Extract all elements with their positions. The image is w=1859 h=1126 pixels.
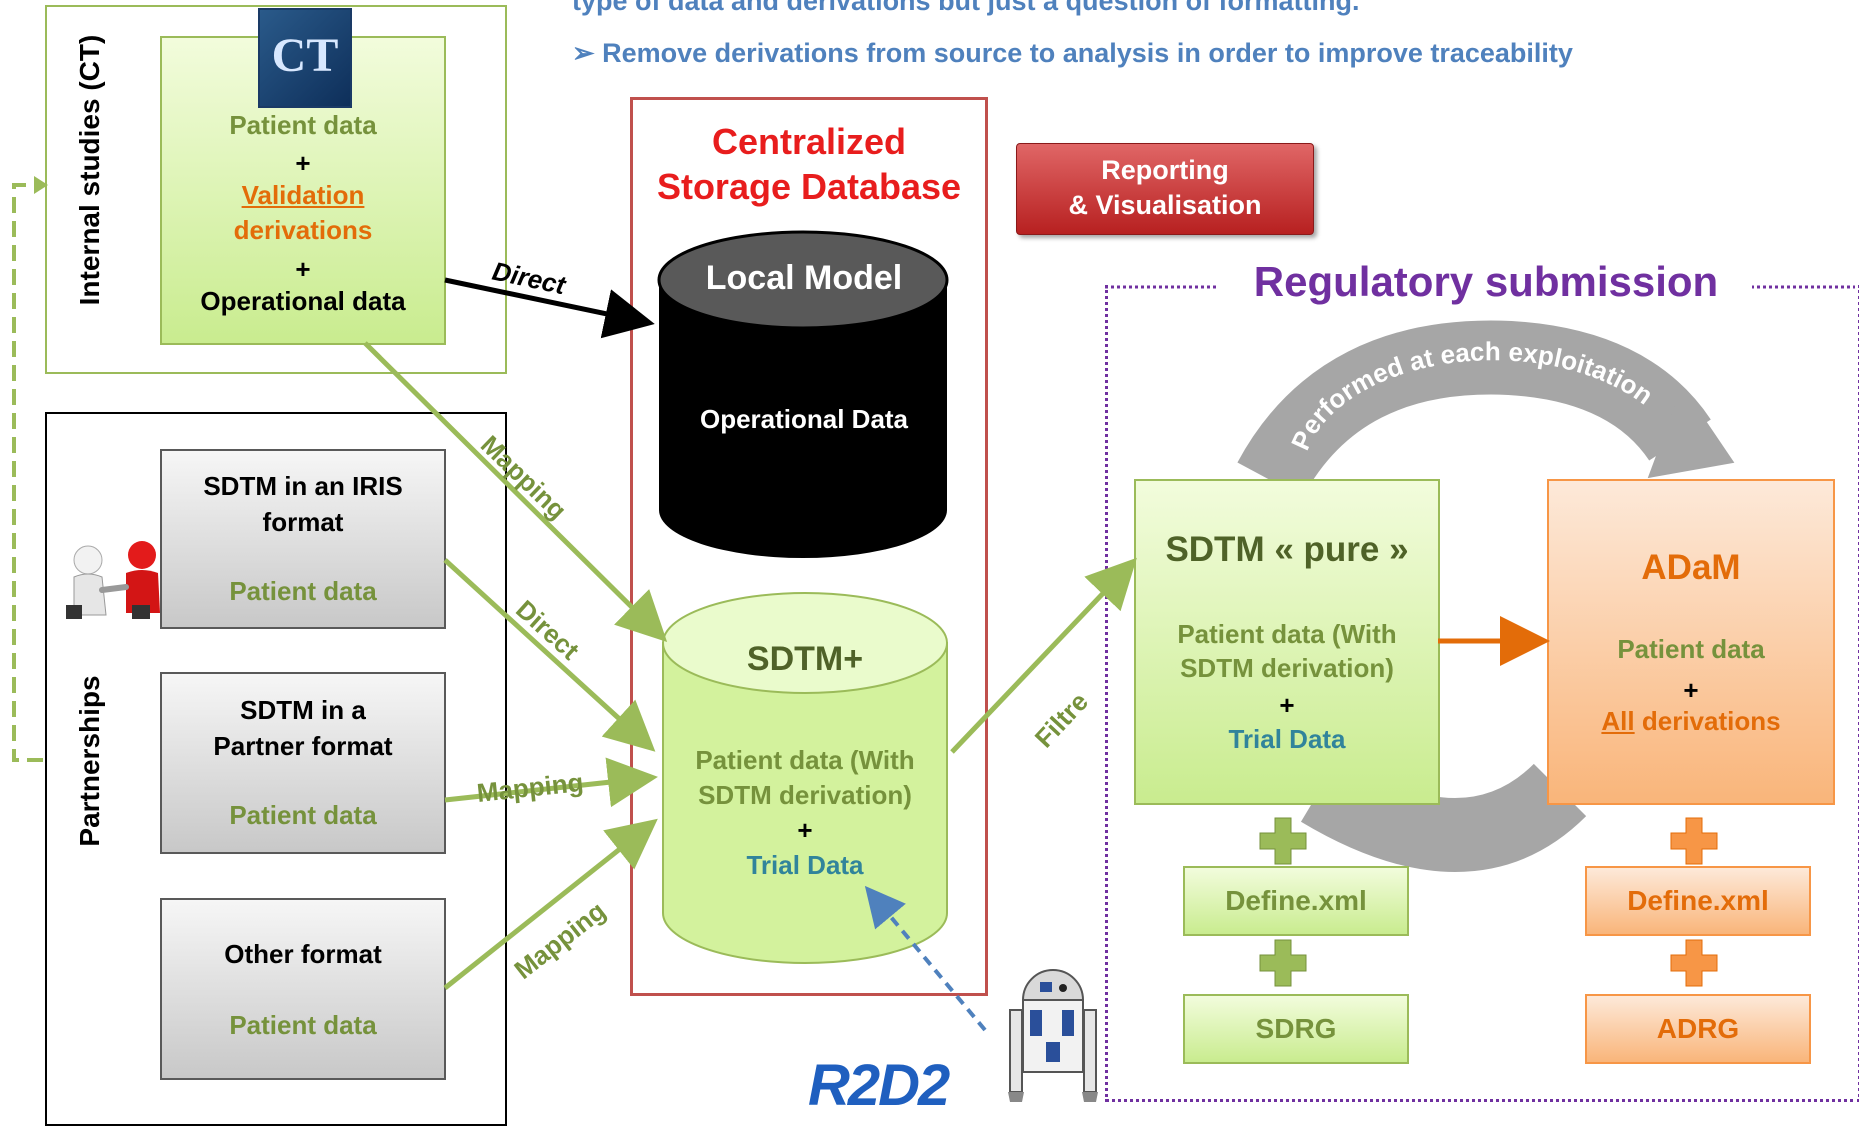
partner-title-1: SDTM in a [240,695,366,725]
header-line-2: ➢ Remove derivations from source to anal… [572,38,1573,69]
direct-arrow-iris [443,558,656,752]
sdrg-box: SDRG [1183,994,1409,1064]
sdtm-pure-box [1134,479,1440,805]
iris-title-2: format [262,507,344,537]
other-patient-data: Patient data [229,1010,377,1040]
sdtm-plus-plus: + [797,815,813,845]
sdtm-plus-pd1: Patient data (With [695,745,915,775]
ct-derivations: derivations [233,215,373,245]
operational-data-label: Operational Data [699,404,909,434]
r2d2-logo: R2D2 [808,1053,950,1118]
partner-title-2: Partner format [213,731,393,761]
database-title-2: Storage Database [656,166,962,207]
sdtm-define-xml-box: Define.xml [1183,866,1409,936]
reporting-visualisation-button[interactable]: Reporting & Visualisation [1016,143,1314,235]
ct-patient-data: Patient data [229,110,377,140]
arrow-bullet-icon: ➢ [572,38,603,68]
sdtm-pure-pd1: Patient data (With [1177,619,1397,649]
partner-box-iris [160,449,446,629]
loop-dashed-connector [12,183,43,762]
local-model-label: Local Model [705,259,903,297]
sdtm-pure-pd2: SDTM derivation) [1180,653,1394,683]
orange-plus-icon-1 [1670,817,1718,865]
header-line-2-text: Remove derivations from source to analys… [602,38,1573,68]
partner-patient-data: Patient data [229,800,377,830]
direct-arrow-black [444,277,655,339]
adam-define-xml-box: Define.xml [1585,866,1811,936]
header-line-1: type of data and derivations but just a … [572,0,1360,16]
mapping-arrow-ct [363,341,668,643]
adam-title: ADaM [1641,548,1741,587]
ct-plus-1: + [295,148,311,178]
database-title-1: Centralized [711,121,907,162]
adam-box [1547,479,1835,805]
reporting-line-1: Reporting [1101,155,1229,185]
filtre-arrow [950,557,1137,754]
adam-plus: + [1683,675,1699,705]
ct-logo-icon: CT [258,8,352,108]
ct-plus-2: + [295,254,311,284]
sdtm-plus-label: SDTM+ [746,640,864,678]
r2d2-robot-icon [1008,969,1098,1102]
other-title: Other format [224,939,382,969]
mapping-arrow-other [443,818,658,990]
iris-patient-data: Patient data [229,576,377,606]
adam-derivations-line: All derivations [1547,704,1835,739]
handshake-icon [66,541,160,619]
sdtm-plus-pd2: SDTM derivation) [698,780,912,810]
adam-all: All [1601,706,1635,736]
sdtm-plus-trial: Trial Data [746,850,864,880]
sdtm-pure-trial: Trial Data [1228,724,1346,754]
adam-derivations: derivations [1634,706,1781,736]
central-database-frame [630,97,988,996]
green-plus-icon-2 [1259,939,1307,987]
reporting-line-2: & Visualisation [1068,190,1262,220]
partner-box-other-format [160,898,446,1080]
adam-patient-data: Patient data [1617,634,1765,664]
adrg-box: ADRG [1585,994,1811,1064]
sdtm-pure-plus: + [1279,690,1295,720]
partner-box-partner-format [160,672,446,854]
regulatory-title: Regulatory submission [1220,258,1752,306]
ct-operational-data: Operational data [200,286,406,316]
sdtm-plus-cylinder [662,592,948,964]
ct-logo-text: CT [271,29,339,82]
r2d2-dashed-arrow [864,885,987,1032]
ct-validation: Validation [241,180,365,210]
local-model-cylinder [657,230,949,558]
sdtm-pure-title: SDTM « pure » [1165,530,1409,569]
orange-plus-icon-2 [1670,939,1718,987]
green-plus-icon-1 [1259,817,1307,865]
regulatory-top-border [1105,285,1855,289]
iris-title-1: SDTM in an IRIS [203,471,403,501]
mapping-arrow-partner [444,757,658,808]
